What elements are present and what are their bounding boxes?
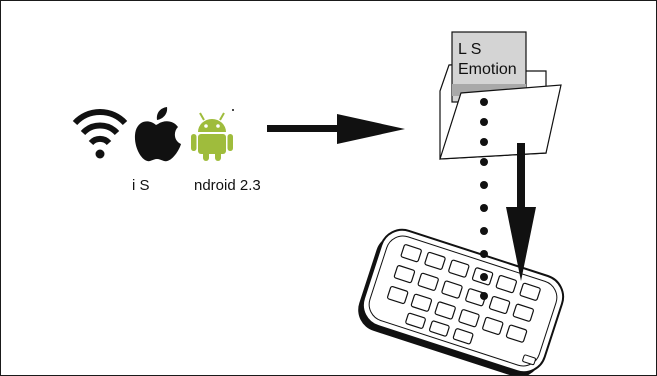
- card-line-1: L S: [458, 41, 482, 58]
- dotted-line: [480, 98, 488, 300]
- android-icon: [191, 109, 234, 161]
- apple-icon: [134, 107, 181, 162]
- arrow-right-icon: [267, 114, 405, 144]
- wifi-icon: [72, 109, 128, 159]
- remote-control-icon: [358, 228, 565, 375]
- folder-front: [439, 84, 562, 160]
- arrow-down-icon: [506, 143, 536, 281]
- android-label: ndroid 2.3: [194, 177, 261, 194]
- card-line-2: Emotion: [458, 61, 517, 78]
- ios-label: i S: [132, 177, 150, 194]
